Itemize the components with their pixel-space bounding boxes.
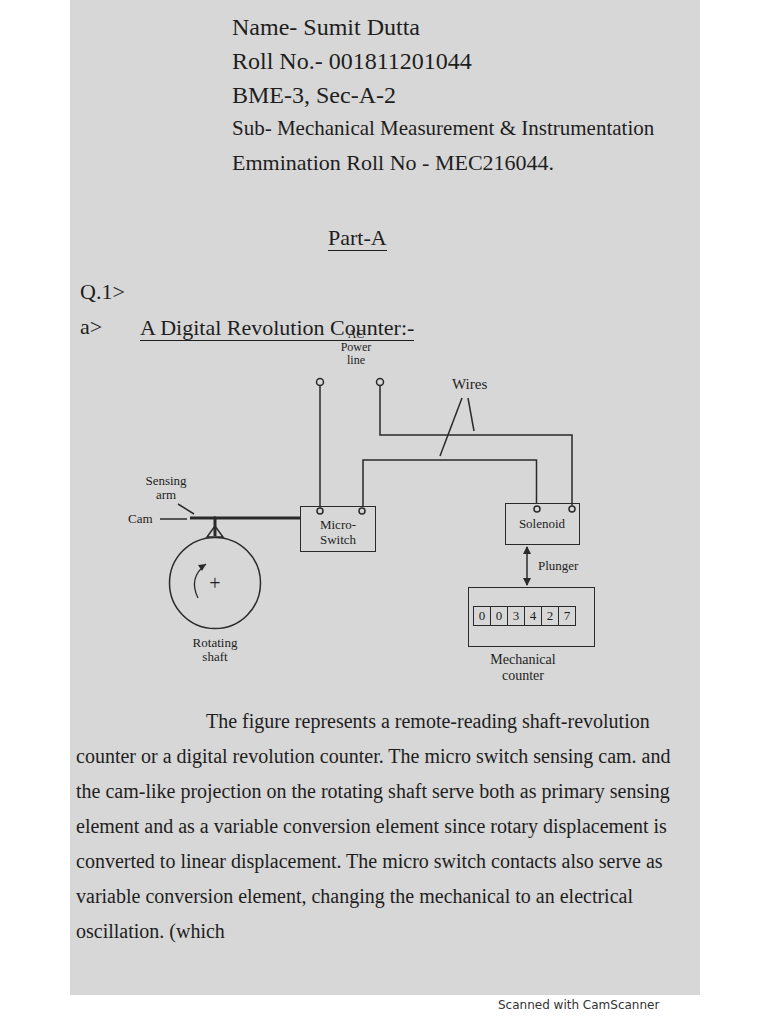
power-wire — [319, 386, 321, 508]
subject-line: Sub- Mechanical Measurement & Instrument… — [232, 116, 654, 141]
counter-digit: 7 — [558, 606, 576, 626]
switch-terminal — [359, 508, 365, 514]
solenoid-terminal — [569, 506, 575, 512]
micro-switch-box: Micro- Switch — [300, 506, 376, 552]
power-terminal — [377, 379, 384, 386]
box-label: Solenoid — [512, 516, 573, 531]
exam-roll-number: Emmination Roll No - MEC216044. — [232, 150, 554, 176]
student-name: Name- Sumit Dutta — [232, 14, 420, 41]
leader-line — [178, 504, 194, 514]
counter-digit: 2 — [541, 606, 559, 626]
roll-number: Roll No.- 001811201044 — [232, 48, 472, 75]
center-mark: + — [168, 536, 262, 630]
counter-digit: 0 — [490, 606, 508, 626]
mechanical-counter: Mechanical counter003427 — [468, 587, 595, 647]
sensing-arm-link — [215, 518, 300, 536]
shaft-label: Rotating shaft — [185, 636, 245, 664]
question-number: Q.1> — [80, 279, 125, 305]
wires-label: Wires — [452, 376, 487, 393]
sensing-arm — [190, 517, 216, 520]
box-label: Micro- Switch — [307, 517, 369, 547]
rotating-shaft: + Rotating shaft — [168, 536, 262, 664]
edge-label: Plunger — [536, 558, 580, 574]
counter-label: Mechanical counter — [473, 652, 573, 684]
counter-digit: 3 — [507, 606, 525, 626]
part-heading: Part-A — [328, 226, 387, 251]
solenoid-terminal — [534, 506, 540, 512]
arm-label: Sensing arm — [140, 474, 192, 502]
cam-label: Cam — [128, 511, 153, 527]
solenoid-box: Solenoid — [505, 503, 580, 545]
paper-sheet — [70, 0, 700, 995]
power-wire — [380, 386, 572, 506]
answer-paragraph: The figure represents a remote-reading s… — [76, 704, 694, 949]
power-label: AC Power line — [334, 328, 378, 367]
wire — [363, 460, 537, 506]
digit-display: 003427 — [473, 606, 576, 626]
counter-digit: 4 — [524, 606, 542, 626]
leader-line — [160, 518, 187, 520]
scanner-watermark: Scanned with CamScanner — [498, 998, 659, 1012]
plunger-arrow — [526, 547, 528, 585]
counter-digit: 0 — [473, 606, 491, 626]
switch-terminal — [317, 508, 323, 514]
answer-heading: A Digital Revolution Counter:- — [140, 316, 414, 341]
leader-line — [440, 398, 462, 456]
class-section: BME-3, Sec-A-2 — [232, 82, 396, 109]
leader-line — [468, 398, 474, 431]
sub-question: a> — [80, 314, 102, 340]
power-terminal — [317, 379, 324, 386]
